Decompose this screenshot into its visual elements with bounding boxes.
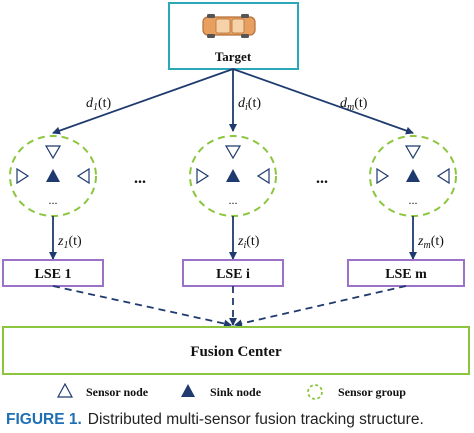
- lse-box-i: LSE i: [182, 259, 284, 287]
- sensor-node-icon: [224, 145, 242, 160]
- group-dots: ...: [409, 193, 418, 207]
- lse-box-m: LSE m: [347, 259, 465, 287]
- distance-label-m: dm(t): [340, 96, 368, 113]
- figure-label: FIGURE 1.: [6, 411, 82, 428]
- sink-node-icon: [46, 169, 60, 182]
- sensor-group-1: ...: [9, 135, 97, 217]
- legend-sink-node: Sink node: [210, 385, 262, 399]
- sensor-group-icon: [307, 384, 323, 400]
- target-box: Target: [168, 2, 299, 70]
- sensor-node-icon: [196, 167, 210, 185]
- sensor-node-icon: [16, 167, 30, 185]
- distance-label-1: d1(t): [86, 96, 112, 113]
- group-dots: ...: [229, 193, 238, 207]
- car-icon: [202, 14, 256, 38]
- sensor-group-i: ...: [189, 135, 277, 217]
- sensor-group-m: ...: [369, 135, 457, 217]
- distance-label-i: di(t): [238, 96, 261, 113]
- dashed-arrow-lsem-fusion: [234, 285, 407, 328]
- between-dots-left: ...: [134, 170, 146, 187]
- between-dots-right: ...: [316, 170, 328, 187]
- dashed-arrow-lse1-fusion: [52, 285, 232, 328]
- lse-label-1: LSE 1: [35, 267, 72, 282]
- sink-node-icon: [181, 384, 195, 397]
- lse-label-m: LSE m: [385, 267, 427, 282]
- figure-caption: FIGURE 1. Distributed multi-sensor fusion…: [6, 411, 474, 429]
- sensor-node-icon: [436, 167, 450, 185]
- fusion-center-box: Fusion Center: [2, 326, 470, 375]
- sink-node-icon: [226, 169, 240, 182]
- sensor-node-icon: [56, 382, 74, 398]
- legend-sensor-node: Sensor node: [86, 385, 149, 399]
- arrow-target-group-1: [52, 68, 234, 135]
- caption-text: Distributed multi-sensor fusion tracking…: [87, 411, 424, 428]
- measurement-label-1: z1(t): [57, 234, 82, 251]
- fusion-center-label: Fusion Center: [190, 344, 282, 360]
- measurement-label-i: zi(t): [237, 234, 260, 251]
- sink-node-icon: [406, 169, 420, 182]
- sensor-node-icon: [376, 167, 390, 185]
- target-label: Target: [215, 49, 252, 64]
- lse-box-1: LSE 1: [2, 259, 104, 287]
- sensor-node-icon: [76, 167, 90, 185]
- arrow-target-group-m: [232, 68, 414, 135]
- measurement-label-m: zm(t): [417, 234, 444, 251]
- legend-sensor-group: Sensor group: [338, 385, 406, 399]
- sensor-node-icon: [44, 145, 62, 160]
- group-dots: ...: [49, 193, 58, 207]
- sensor-node-icon: [256, 167, 270, 185]
- lse-label-i: LSE i: [216, 267, 250, 282]
- legend: Sensor node Sink node Sensor group: [56, 382, 406, 400]
- sensor-node-icon: [404, 145, 422, 160]
